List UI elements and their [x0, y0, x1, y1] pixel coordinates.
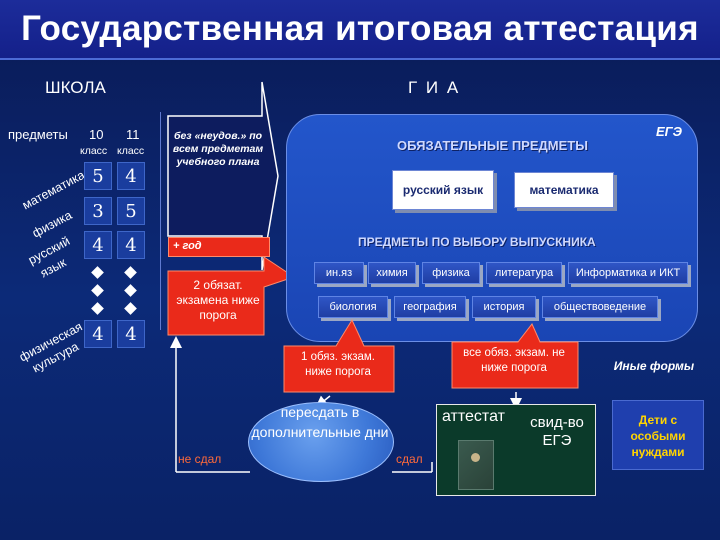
elective-literature: литература	[486, 262, 562, 284]
elective-biology: биология	[318, 296, 388, 318]
page-title: Государственная итоговая аттестация	[0, 0, 720, 60]
requirement-arrow	[167, 81, 279, 271]
passed-label: сдал	[396, 452, 423, 466]
mandatory-title: ОБЯЗАТЕЛЬНЫЕ ПРЕДМЕТЫ	[397, 138, 588, 153]
grade-russian-11: 4	[117, 231, 145, 259]
other-forms-label: Иные формы	[613, 359, 695, 373]
class-label-10: класс	[80, 145, 108, 157]
elective-foreign-lang: ин.яз	[314, 262, 364, 284]
gia-label: Г И А	[408, 78, 461, 97]
two-fail-shape	[167, 256, 296, 336]
elective-geography: география	[394, 296, 466, 318]
school-label: ШКОЛА	[45, 78, 106, 97]
requirement-note: без «неудов.» по всем предметам учебного…	[172, 130, 264, 168]
subject-russian: русский язык	[392, 170, 494, 210]
plus-year-label: + год	[173, 240, 202, 252]
certificate-label: аттестат	[442, 408, 505, 425]
elective-title: ПРЕДМЕТЫ ПО ВЫБОРУ ВЫПУСКНИКА	[358, 235, 596, 249]
elective-physics: физика	[422, 262, 480, 284]
ege-certificate-label: свид-во ЕГЭ	[530, 414, 584, 449]
not-passed-label: не сдал	[178, 452, 222, 466]
grade11-header: 11	[126, 127, 140, 142]
one-fail-shape	[283, 318, 395, 393]
grade-pe-10: 4	[84, 320, 112, 348]
plus-year-bar: + год	[168, 237, 270, 257]
grade-physics-11: 5	[117, 197, 145, 225]
elective-chemistry: химия	[368, 262, 416, 284]
elective-social-studies: обществоведение	[542, 296, 658, 318]
special-needs-label: Дети с особыми нуждами	[630, 413, 686, 459]
subjects-header: предметы	[8, 127, 68, 142]
grade-math-11: 4	[117, 162, 145, 190]
grade-physics-10: 3	[84, 197, 112, 225]
divider-line	[160, 112, 161, 330]
retake-text: пересдать в дополнительные дни	[251, 404, 389, 440]
grade10-header: 10	[89, 127, 104, 142]
grade-russian-10: 4	[84, 231, 112, 259]
elective-history: история	[472, 296, 536, 318]
grade-math-10: 5	[84, 162, 112, 190]
certificate-document-icon	[458, 440, 494, 490]
subject-math: математика	[514, 172, 614, 208]
retake-ellipse	[248, 402, 394, 482]
class-label-11: класс	[117, 145, 145, 157]
all-pass-shape	[451, 323, 579, 389]
all-pass-text: все обяз. экзам. не ниже порога	[463, 347, 565, 374]
special-needs-box	[612, 400, 704, 470]
one-fail-text: 1 обяз. экзам. ниже порога	[300, 351, 375, 378]
grade-pe-11: 4	[117, 320, 145, 348]
elective-informatics: Информатика и ИКТ	[568, 262, 688, 284]
ege-label: ЕГЭ	[656, 124, 682, 139]
two-fail-text: 2 обязат. экзамена ниже порога	[176, 278, 260, 322]
